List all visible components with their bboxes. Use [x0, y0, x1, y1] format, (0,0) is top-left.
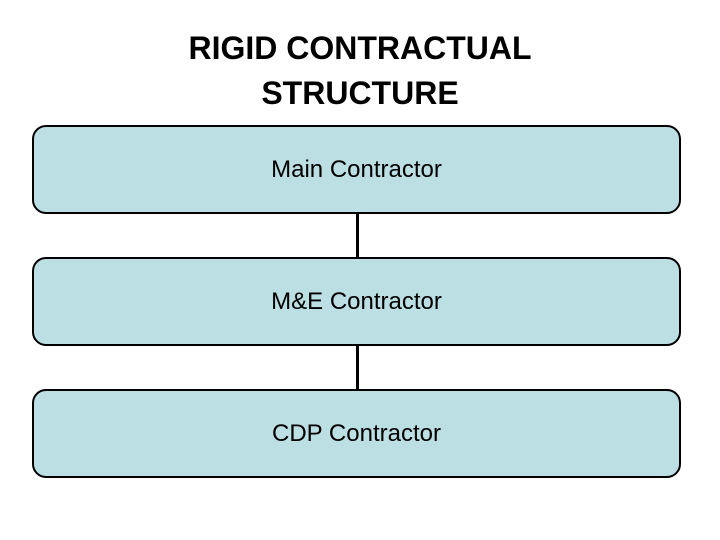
connector-line-1 — [356, 214, 359, 258]
diagram-node-cdp-contractor[interactable]: CDP Contractor — [32, 389, 681, 478]
page-title: RIGID CONTRACTUAL STRUCTURE — [188, 30, 532, 111]
diagram-node-main-contractor[interactable]: Main Contractor — [32, 125, 681, 214]
diagram-node-me-contractor[interactable]: M&E Contractor — [32, 257, 681, 346]
connector-line-2 — [356, 346, 359, 390]
diagram-node-label: CDP Contractor — [272, 419, 441, 447]
diagram-node-label: M&E Contractor — [271, 287, 442, 315]
diagram-node-label: Main Contractor — [271, 155, 442, 183]
